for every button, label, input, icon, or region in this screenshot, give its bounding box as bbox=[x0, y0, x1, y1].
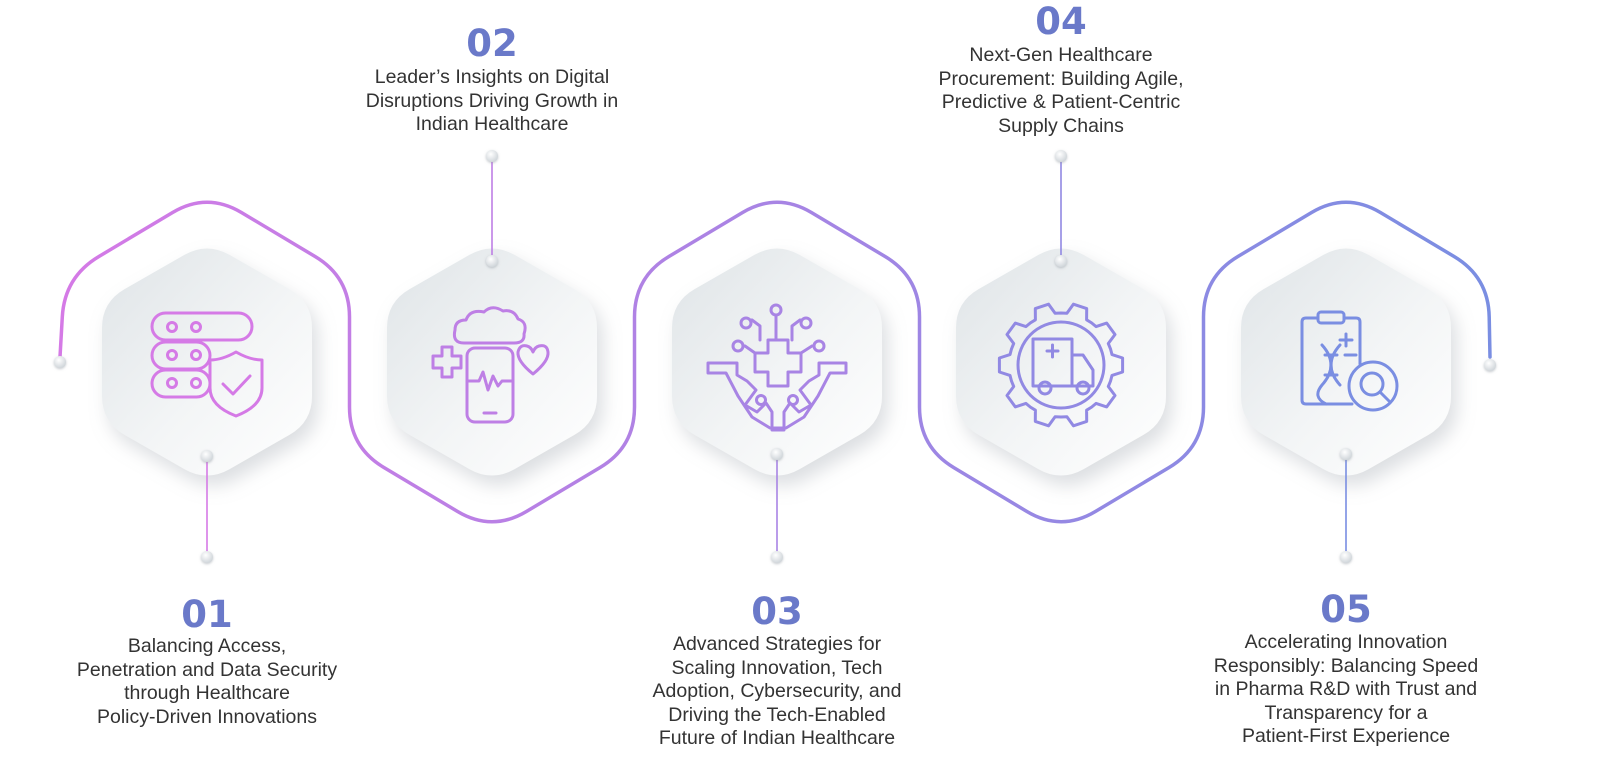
step-number-4: 04 bbox=[1035, 0, 1087, 43]
description-line: Leader’s Insights on Digital bbox=[374, 66, 610, 88]
step-hexagon-4 bbox=[956, 248, 1166, 476]
connector-dot bbox=[771, 551, 783, 563]
connector-dot bbox=[771, 448, 783, 460]
step-number-3: 03 bbox=[751, 590, 803, 633]
description-line: Adoption, Cybersecurity, and bbox=[652, 680, 902, 702]
description-line: Supply Chains bbox=[998, 114, 1124, 137]
description-line: Predictive & Patient-Centric bbox=[941, 91, 1181, 113]
description-line: in Pharma R&D with Trust and bbox=[1214, 678, 1478, 700]
step-description-1: Balancing Access,Penetration and Data Se… bbox=[37, 635, 377, 729]
step-hexagon-2 bbox=[387, 248, 597, 476]
description-line: Scaling Innovation, Tech bbox=[671, 656, 883, 679]
outline-start-dot bbox=[54, 356, 66, 368]
step-number-1: 01 bbox=[181, 593, 233, 636]
description-line: Procurement: Building Agile, bbox=[938, 67, 1184, 90]
description-line: Accelerating Innovation bbox=[1244, 631, 1448, 653]
description-line: Responsibly: Balancing Speed bbox=[1213, 654, 1479, 677]
connector-dot bbox=[1055, 150, 1067, 162]
description-line: Transparency for a bbox=[1264, 701, 1428, 724]
connector-dot bbox=[1340, 448, 1352, 460]
description-line: Penetration and Data Security bbox=[76, 658, 338, 681]
description-line: through Healthcare bbox=[124, 682, 290, 704]
step-hexagon-5 bbox=[1241, 248, 1451, 476]
outline-end-dot bbox=[1484, 359, 1496, 371]
step-number-5: 05 bbox=[1320, 588, 1372, 631]
description-line: Patient-First Experience bbox=[1241, 725, 1451, 747]
description-line: Advanced Strategies for bbox=[672, 633, 882, 655]
database-shield-icon bbox=[150, 311, 264, 418]
step-number-2: 02 bbox=[466, 22, 518, 65]
medical-circuit-gear-icon bbox=[706, 303, 848, 432]
connector-dot bbox=[1340, 551, 1352, 563]
connector-dot bbox=[201, 450, 213, 462]
connector-dot bbox=[486, 150, 498, 162]
connector-dot bbox=[486, 255, 498, 267]
description-line: Future of Indian Healthcare bbox=[658, 727, 896, 749]
step-hexagon-3 bbox=[672, 248, 882, 476]
connector-dot bbox=[201, 551, 213, 563]
description-line: Driving the Tech-Enabled bbox=[668, 703, 886, 726]
description-line: Indian Healthcare bbox=[415, 113, 569, 135]
mobile-health-cloud-icon bbox=[431, 306, 550, 424]
zigzag-outline bbox=[58, 200, 1492, 524]
description-line: Next-Gen Healthcare bbox=[969, 44, 1153, 66]
clipboard-dna-search-icon bbox=[1300, 310, 1399, 412]
ambulance-gear-icon bbox=[997, 302, 1125, 428]
description-line: Balancing Access, bbox=[127, 635, 287, 657]
connector-dot bbox=[1055, 255, 1067, 267]
description-line: Policy-Driven Innovations bbox=[96, 705, 317, 728]
description-line: Disruptions Driving Growth in bbox=[365, 89, 619, 112]
